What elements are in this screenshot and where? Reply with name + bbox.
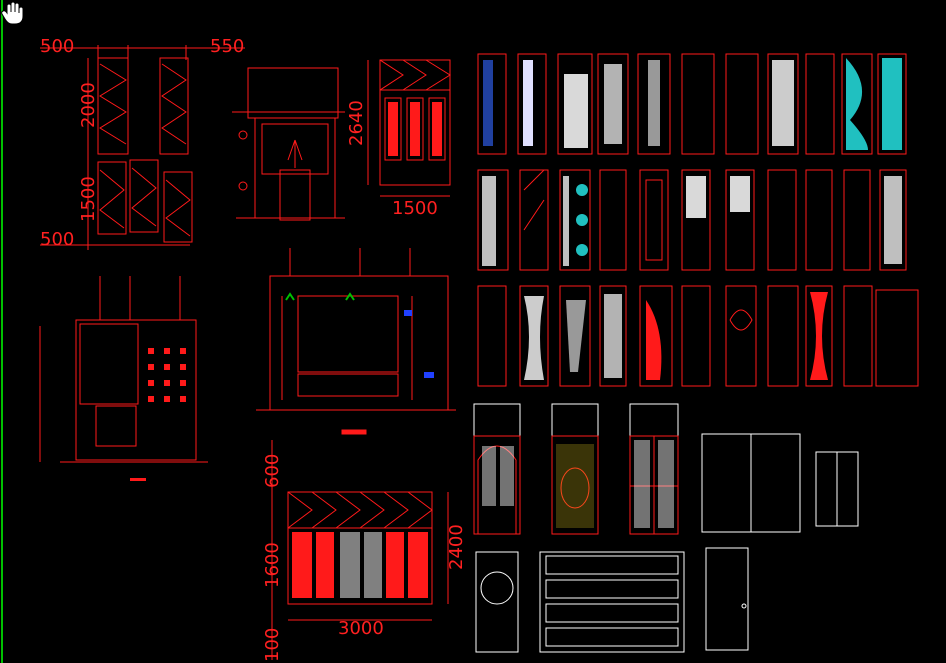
dim-h100: 100	[262, 628, 283, 662]
dim-w3000: 3000	[338, 618, 384, 639]
dim-h2640: 2640	[346, 100, 367, 146]
arched-doors	[473, 403, 679, 535]
front-elevation-dots	[148, 348, 186, 402]
dim-w1500: 1500	[392, 198, 438, 219]
door-library-row-2-fills	[482, 176, 902, 266]
door-library-row-3-fills	[524, 292, 828, 380]
tv-wall-accents	[285, 292, 434, 378]
dim-h600: 600	[262, 454, 283, 488]
front-elevation-title-bar	[130, 478, 146, 481]
door-library-row-1-fills	[483, 58, 902, 150]
tv-wall-elevation	[256, 248, 456, 435]
tall-door-2640-panels	[388, 102, 442, 156]
cabinet-elevation-block	[232, 67, 345, 221]
tall-door-2640	[367, 59, 451, 197]
dim-w500-top: 500	[40, 36, 74, 57]
front-elevation-left	[39, 276, 208, 463]
dim-w550: 550	[210, 36, 244, 57]
wardrobe-3000	[271, 440, 449, 660]
door-library-row-3	[477, 285, 919, 387]
white-doors	[475, 433, 859, 653]
dim-w500-bottom: 500	[40, 229, 74, 250]
wardrobe-3000-panels	[292, 532, 428, 598]
dim-h2000: 2000	[78, 82, 99, 128]
door-library-row-2	[477, 169, 907, 271]
dim-h1500-left: 1500	[78, 176, 99, 222]
dim-h2400: 2400	[446, 524, 467, 570]
arched-doors-glass	[482, 440, 674, 528]
dim-h1600: 1600	[262, 542, 283, 588]
carved-panels-block	[40, 45, 245, 250]
hand-pan-icon	[1, 1, 24, 25]
door-library-row-1	[477, 53, 907, 155]
